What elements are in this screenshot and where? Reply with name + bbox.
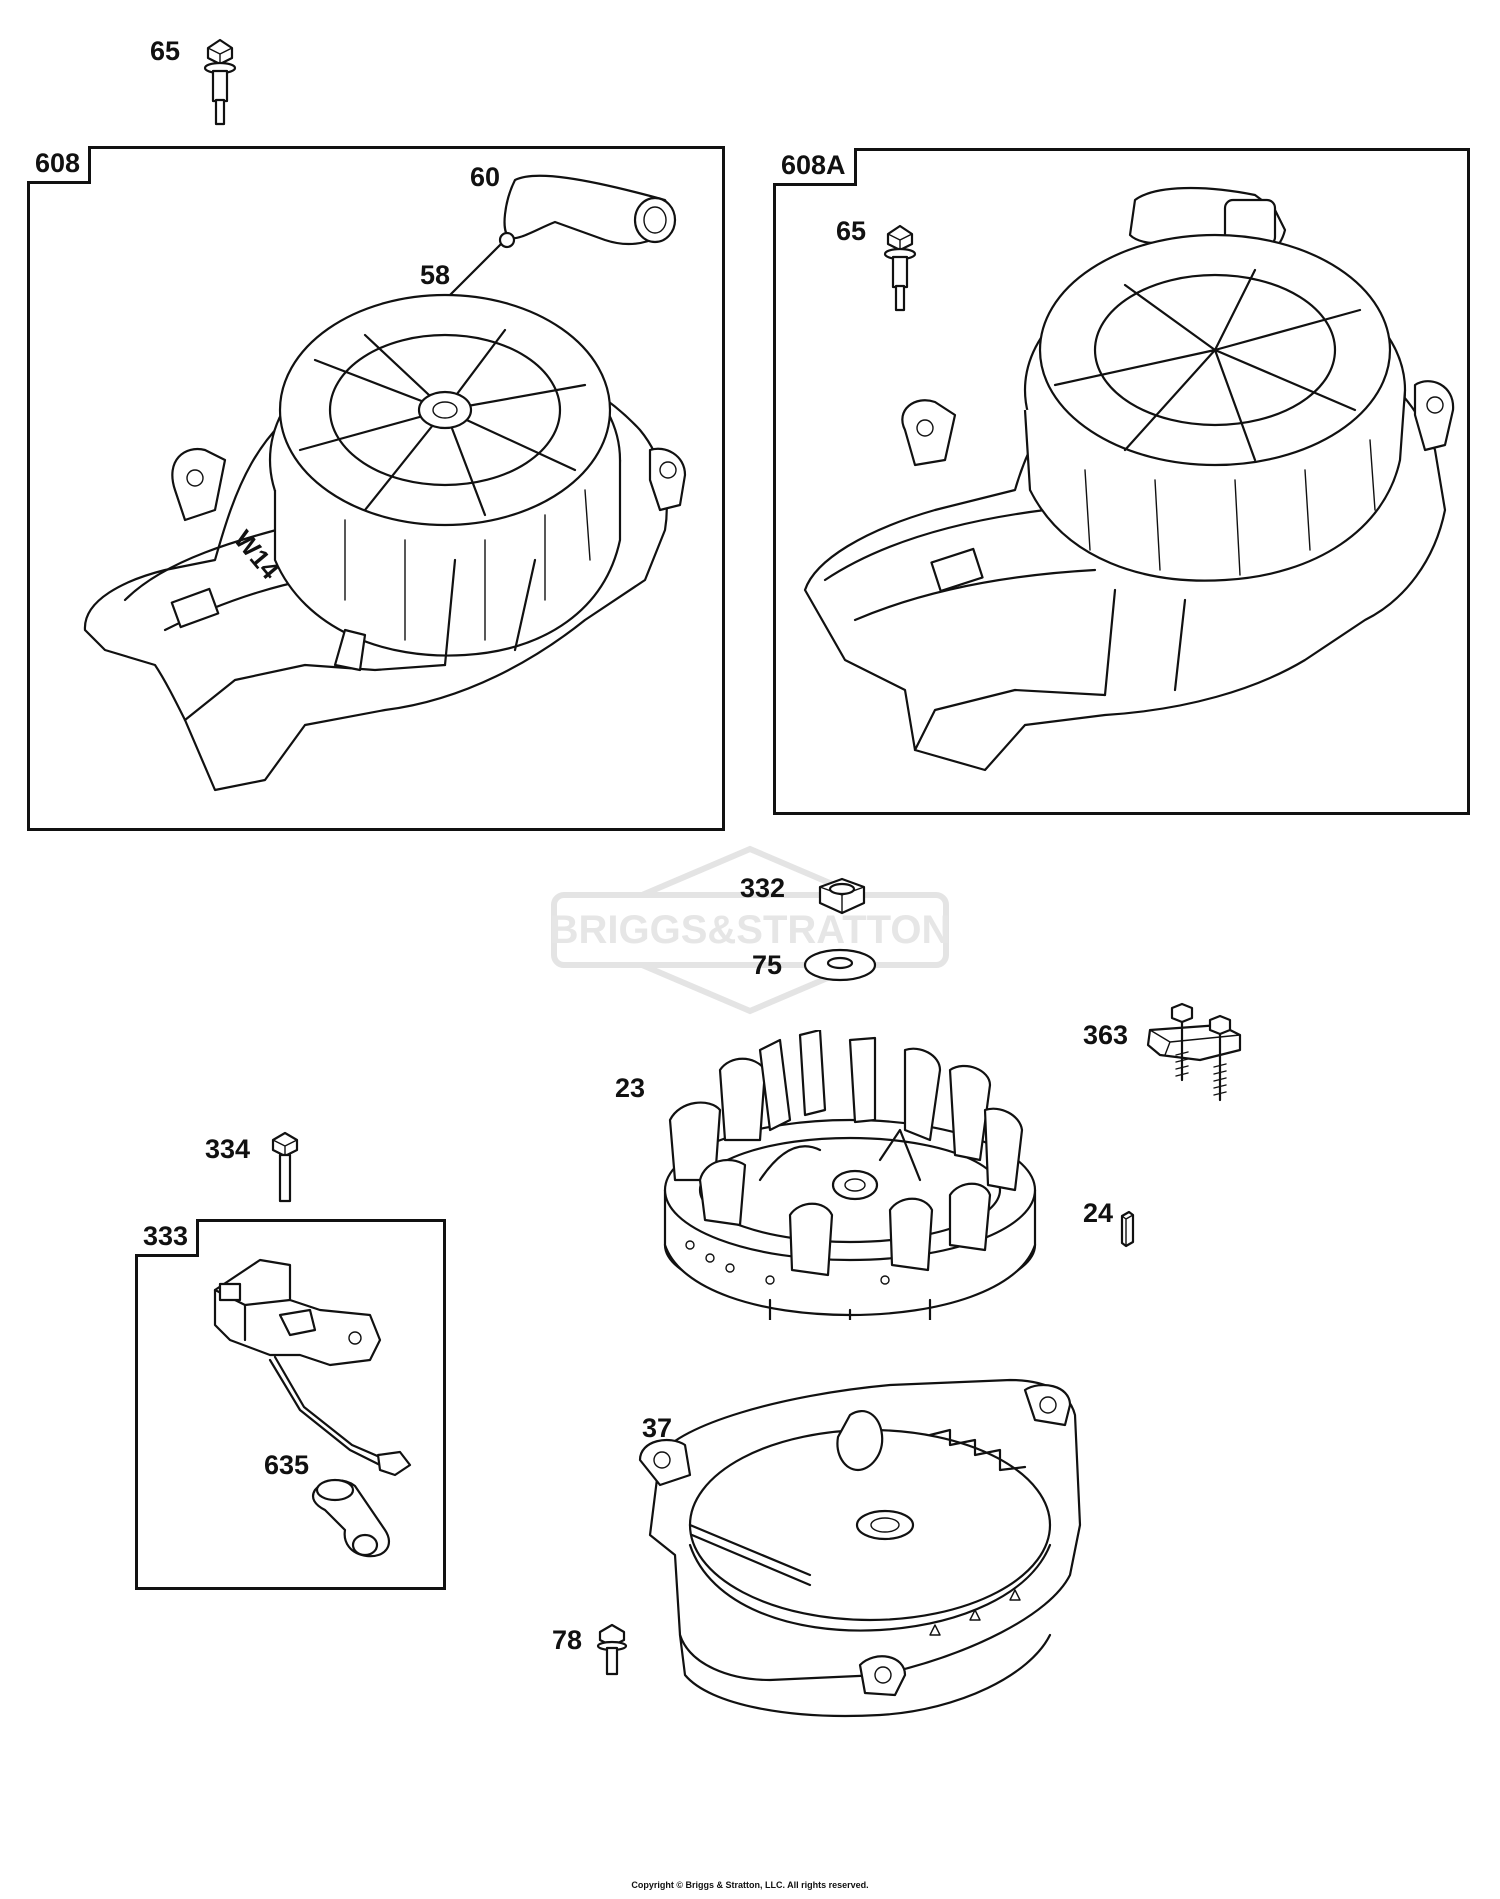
spark-plug-boot-635-drawing [311,1478,391,1558]
group-box-608 [27,146,725,831]
nut-332-drawing [818,877,866,915]
callout-635: 635 [264,1450,310,1480]
callout-23: 23 [615,1073,646,1103]
callout-65-top: 65 [150,36,181,66]
group-box-608a [773,148,1470,815]
rewind-starter-608a-drawing [803,186,1455,772]
blower-housing-37-drawing [638,1378,1082,1718]
group-box-608a-tag: 608A [773,148,857,186]
key-24-drawing [1120,1210,1135,1248]
armature-333-drawing [213,1258,412,1477]
bolt-65-top-drawing [203,38,237,126]
brand-watermark: BRIGGS&STRATTON [550,845,950,1015]
watermark-text: BRIGGS&STRATTON [550,908,950,952]
callout-24: 24 [1083,1198,1114,1228]
callout-363: 363 [1083,1020,1129,1050]
callout-65-box: 65 [836,216,867,246]
rewind-starter-608-drawing: W14 [83,174,687,792]
group-box-333-tag: 333 [135,1219,200,1257]
bolt-65-box-drawing [883,224,917,312]
group-box-333 [135,1219,446,1590]
bracket-363-drawing [1146,1002,1242,1102]
bolt-334-drawing [271,1131,299,1203]
callout-58: 58 [420,260,451,290]
callout-78: 78 [552,1625,583,1655]
group-box-608-tag: 608 [27,146,92,184]
callout-60: 60 [470,162,501,192]
callout-332: 332 [740,873,786,903]
washer-75-drawing [803,948,877,982]
callout-75: 75 [752,950,783,980]
copyright-notice: Copyright © Briggs & Stratton, LLC. All … [631,1880,869,1890]
callout-37: 37 [642,1413,673,1443]
flywheel-23-drawing [663,1030,1037,1320]
callout-334: 334 [205,1134,251,1164]
bolt-78-drawing [596,1623,628,1676]
